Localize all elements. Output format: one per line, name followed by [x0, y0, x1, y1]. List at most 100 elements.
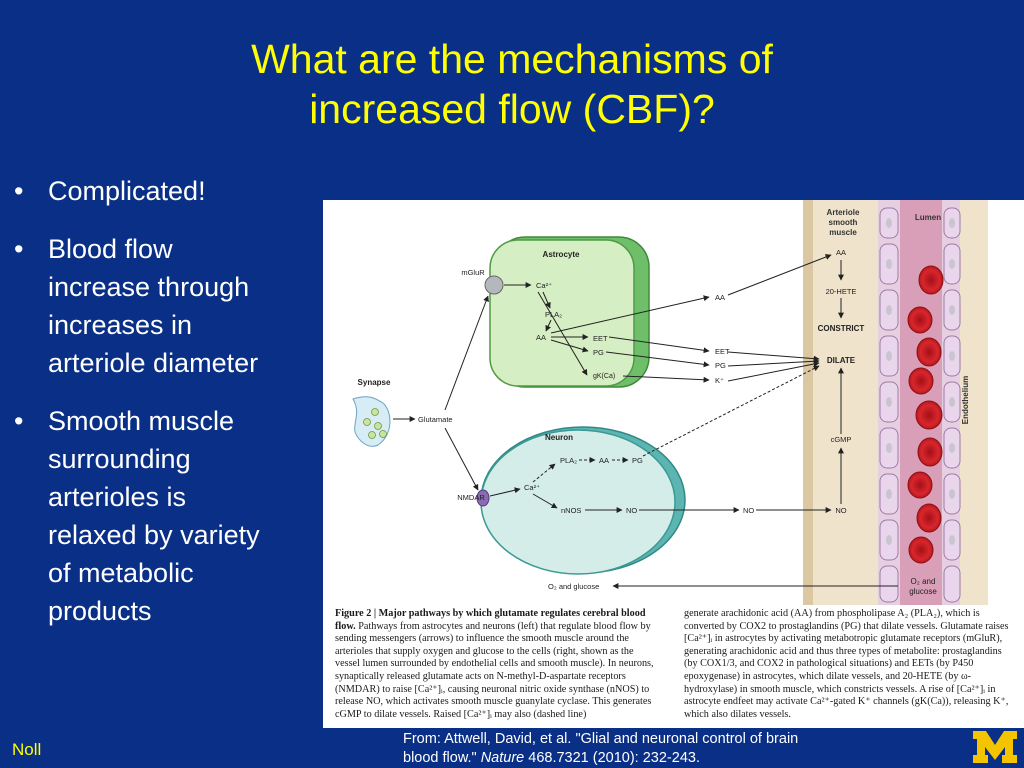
bullet-line: increases in — [48, 310, 193, 340]
bullet-glyph: • — [14, 176, 24, 206]
caption-body-right: generate arachidonic acid (AA) from phos… — [684, 608, 1009, 720]
k-mid-label: K⁺ — [715, 376, 724, 385]
pg-mid-label: PG — [715, 361, 726, 370]
figure-panel: Arteriole smooth muscle Lumen Endotheliu… — [323, 200, 1024, 728]
o2-glucose-left-label: O₂ and glucose — [548, 582, 599, 591]
nmdar-receptor — [476, 489, 490, 507]
title-line-2: increased flow (CBF)? — [309, 86, 715, 132]
citation-line-1: From: Attwell, David, et al. "Glial and … — [403, 731, 799, 747]
endothelium-label: Endothelium — [961, 376, 970, 424]
bullet-line: arteriole diameter — [48, 348, 259, 378]
synaptic-vesicles — [363, 408, 387, 439]
smooth-muscle-band-right — [960, 200, 988, 605]
pathway-diagram: Arteriole smooth muscle Lumen Endotheliu… — [352, 200, 988, 605]
astrocyte-cell — [489, 239, 635, 387]
bullet-list: • Complicated! • Blood flow increase thr… — [14, 172, 324, 650]
caption-heading: Figure 2 | Major pathways by which gluta… — [335, 608, 646, 632]
citation-journal: Nature — [480, 750, 525, 766]
bullet-item: • Complicated! — [14, 172, 324, 210]
ca-neuron-label: Ca²⁺ — [524, 483, 540, 492]
arrow-pg-dilate — [727, 358, 820, 367]
slide-title: What are the mechanisms of increased flo… — [0, 34, 1024, 134]
figure-caption-right: generate arachidonic acid (AA) from phos… — [684, 608, 1014, 721]
arrow-nmdar-ca — [489, 487, 521, 497]
mglur-receptor — [484, 275, 504, 295]
university-m-logo — [973, 731, 1017, 763]
bullet-line: Complicated! — [48, 176, 206, 206]
arrow-aa-out — [550, 295, 710, 334]
smooth-muscle-band — [803, 200, 883, 605]
aa-astro-label: AA — [536, 333, 546, 342]
title-line-1: What are the mechanisms of — [251, 36, 773, 82]
eet-mid-label: EET — [715, 347, 730, 356]
aa-mid-label: AA — [715, 293, 725, 302]
pla2-astro-label: PLA₂ — [545, 310, 562, 319]
arrow-pla2-aa — [545, 319, 552, 332]
bullet-glyph: • — [14, 406, 24, 436]
bullet-line: of metabolic — [48, 558, 194, 588]
no-right-label: NO — [835, 506, 846, 515]
arrow-pg-neuron-dilate — [642, 365, 820, 457]
o2-glucose-right-label: O₂ and — [911, 577, 936, 586]
bullet-item: • Blood flow increase through increases … — [14, 230, 324, 382]
arrow-glutamate-mglur — [444, 295, 489, 411]
block-m-icon — [973, 731, 1017, 763]
bullet-line: Blood flow — [48, 234, 173, 264]
pg-neuron-label: PG — [632, 456, 643, 465]
arrow-ca-nnos — [532, 493, 558, 509]
dilate-label: DILATE — [827, 356, 856, 365]
neuron-cell — [480, 429, 676, 575]
endothelial-nuclei — [886, 218, 955, 545]
constrict-label: CONSTRICT — [818, 324, 865, 333]
synapse-terminal — [352, 396, 391, 447]
synapse-label: Synapse — [358, 378, 391, 387]
mglur-label: mGluR — [461, 268, 485, 277]
cgmp-label: cGMP — [831, 435, 852, 444]
arrow-ca-pla2 — [542, 291, 551, 309]
aa-top-label: AA — [836, 248, 846, 257]
lumen-label: Lumen — [915, 213, 941, 222]
arrow-ca-gk — [537, 291, 588, 376]
arrow-pg-out — [605, 351, 710, 368]
hete-label: 20-HETE — [826, 287, 857, 296]
ca-astro-label: Ca²⁺ — [536, 281, 552, 290]
arrow-glutamate-nmdar — [444, 427, 479, 491]
pla2-neuron-label: PLA₂ — [560, 456, 577, 465]
neuron-label: Neuron — [545, 433, 573, 442]
bullet-line: Smooth muscle — [48, 406, 235, 436]
red-blood-cells — [907, 265, 944, 564]
bullet-line: relaxed by variety — [48, 520, 260, 550]
bullet-line: products — [48, 596, 152, 626]
citation-line-2-post: 468.7321 (2010): 232-243. — [524, 750, 700, 766]
arrow-k-dilate — [727, 361, 820, 382]
bullet-item: • Smooth muscle surrounding arterioles i… — [14, 402, 324, 630]
caption-body-left: Pathways from astrocytes and neurons (le… — [335, 620, 654, 720]
nnos-label: nNOS — [561, 506, 581, 515]
bullet-glyph: • — [14, 234, 24, 264]
aa-neuron-label: AA — [599, 456, 609, 465]
eet-astro-label: EET — [593, 334, 608, 343]
nmdar-label: NMDAR — [457, 493, 485, 502]
smooth-muscle-left-edge — [803, 200, 813, 605]
arrow-aa-mid-top — [727, 254, 832, 296]
arrow-eet-out — [608, 336, 710, 354]
no-mid-label: NO — [743, 506, 754, 515]
pg-astro-label: PG — [593, 348, 604, 357]
o2-glucose-right-label: glucose — [909, 587, 937, 596]
citation: From: Attwell, David, et al. "Glial and … — [403, 730, 923, 768]
figure-caption-left: Figure 2 | Major pathways by which gluta… — [335, 608, 657, 721]
bullet-line: increase through — [48, 272, 250, 302]
arrow-gk-k — [622, 375, 710, 383]
glutamate-label: Glutamate — [418, 415, 453, 424]
arrow-eet-dilate — [727, 351, 820, 362]
arteriole-label: muscle — [829, 228, 857, 237]
citation-line-2-pre: blood flow." — [403, 750, 481, 766]
arteriole-label: smooth — [829, 218, 858, 227]
arteriole-label: Arteriole — [827, 208, 860, 217]
author-label: Noll — [12, 740, 42, 759]
no-neuron-label: NO — [626, 506, 637, 515]
astrocyte-label: Astrocyte — [543, 250, 580, 259]
bullet-line: surrounding — [48, 444, 191, 474]
bullet-line: arterioles is — [48, 482, 187, 512]
gk-label: gK(Ca) — [593, 373, 615, 380]
